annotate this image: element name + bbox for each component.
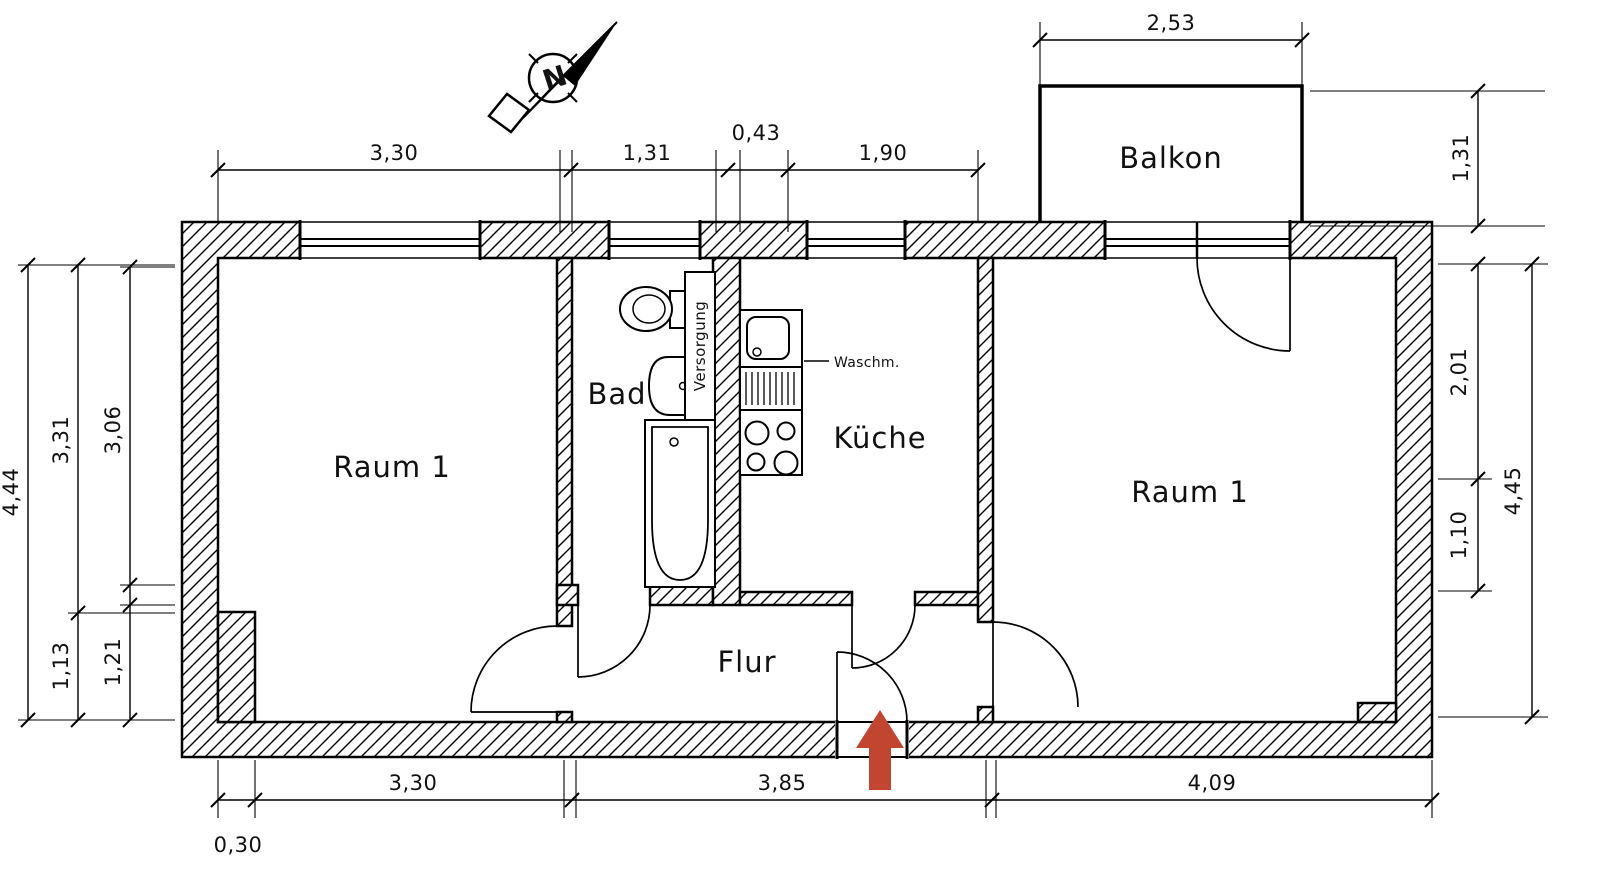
dim-right-balcony: 1,31 xyxy=(1449,134,1473,183)
stove-icon xyxy=(739,409,803,476)
windows xyxy=(298,219,1292,261)
room-label-raum1-right: Raum 1 xyxy=(1131,475,1249,509)
door-raum1-right xyxy=(992,621,1079,708)
waschmaschine-label: Waschm. xyxy=(834,355,900,371)
north-needle-tip-icon xyxy=(563,22,617,86)
kitchen-sink-icon xyxy=(739,309,803,368)
door-raum1-left xyxy=(470,625,558,713)
dim-right-inner-2: 1,10 xyxy=(1447,511,1471,560)
dim-chain-balcony: 2,53 xyxy=(1032,11,1310,85)
room-label-bad: Bad xyxy=(587,377,646,411)
dim-left-middle-1: 3,31 xyxy=(49,416,73,465)
north-needle-base-icon xyxy=(487,92,531,134)
dim-left-inner-1: 3,06 xyxy=(101,406,125,455)
interior-walls xyxy=(216,256,1398,724)
wall-bad-flur-left xyxy=(555,583,580,607)
bathroom-fixtures: Versorgung xyxy=(619,271,716,588)
door-entrance xyxy=(836,651,908,723)
door-balcony xyxy=(1196,257,1291,352)
wall-kueche-flur-left xyxy=(738,590,854,607)
dim-right-inner-1: 2,01 xyxy=(1447,348,1471,397)
dim-left-inner-2: 1,21 xyxy=(101,638,125,687)
wall-bad-kueche xyxy=(711,256,742,607)
dim-left-outer: 4,44 xyxy=(0,468,23,517)
door-bad xyxy=(577,604,651,678)
dim-balcony: 2,53 xyxy=(1147,11,1196,35)
room-label-flur: Flur xyxy=(717,645,776,679)
wall-raum1-flur-stub xyxy=(555,710,574,724)
dim-bottom-1: 3,30 xyxy=(389,771,438,795)
dim-bottom-3: 4,09 xyxy=(1188,771,1237,795)
dim-top-3: 0,43 xyxy=(732,121,781,145)
window-balcony-door xyxy=(1103,219,1292,261)
washing-machine-callout: Waschm. xyxy=(804,355,900,371)
balcony: Balkon xyxy=(1038,84,1304,225)
dim-top-2: 1,31 xyxy=(623,141,672,165)
dim-bottom-2: 3,85 xyxy=(758,771,807,795)
dim-top-4: 1,90 xyxy=(859,141,908,165)
wall-kueche-flur-right xyxy=(913,590,980,607)
window-bad xyxy=(607,219,702,261)
room-label-balkon: Balkon xyxy=(1119,141,1223,175)
doors xyxy=(470,257,1291,723)
room-label-kueche: Küche xyxy=(833,421,926,455)
bathtub-icon xyxy=(644,419,716,588)
washing-machine-icon xyxy=(739,366,803,411)
wall-notch-left xyxy=(216,610,257,724)
door-kueche xyxy=(851,604,916,669)
dim-chain-bottom: 3,30 3,85 4,09 0,30 xyxy=(210,760,1440,857)
versorgung-label: Versorgung xyxy=(691,301,709,391)
window-raum1-left xyxy=(298,219,482,261)
dim-top-1: 3,30 xyxy=(370,141,419,165)
wall-notch-right xyxy=(1356,701,1398,724)
dim-right-outer: 4,45 xyxy=(1501,467,1525,516)
room-label-raum1-left: Raum 1 xyxy=(333,450,451,484)
window-kueche xyxy=(805,219,907,261)
north-letter: N xyxy=(539,59,571,98)
north-arrow: N xyxy=(487,21,618,134)
dim-chain-right: 1,31 2,01 1,10 4,45 xyxy=(1310,83,1548,725)
utility-shaft: Versorgung xyxy=(684,271,716,421)
entrance-arrow-icon xyxy=(856,710,904,790)
wall-kueche-raum1 xyxy=(976,256,995,624)
dim-chain-left: 4,44 3,31 1,13 3,06 1,21 xyxy=(0,257,175,728)
wall-flur-raum1-stub xyxy=(976,705,995,724)
toilet-icon xyxy=(619,286,686,332)
kitchen-unit: Waschm. xyxy=(739,309,900,476)
dim-chain-top: 3,30 1,31 0,43 1,90 xyxy=(210,121,986,232)
dim-bottom-offset: 0,30 xyxy=(214,833,263,857)
dim-left-middle-2: 1,13 xyxy=(49,642,73,691)
wall-raum1-bad xyxy=(555,256,574,628)
room-labels: Raum 1 Bad Küche Flur Raum 1 xyxy=(333,377,1249,679)
